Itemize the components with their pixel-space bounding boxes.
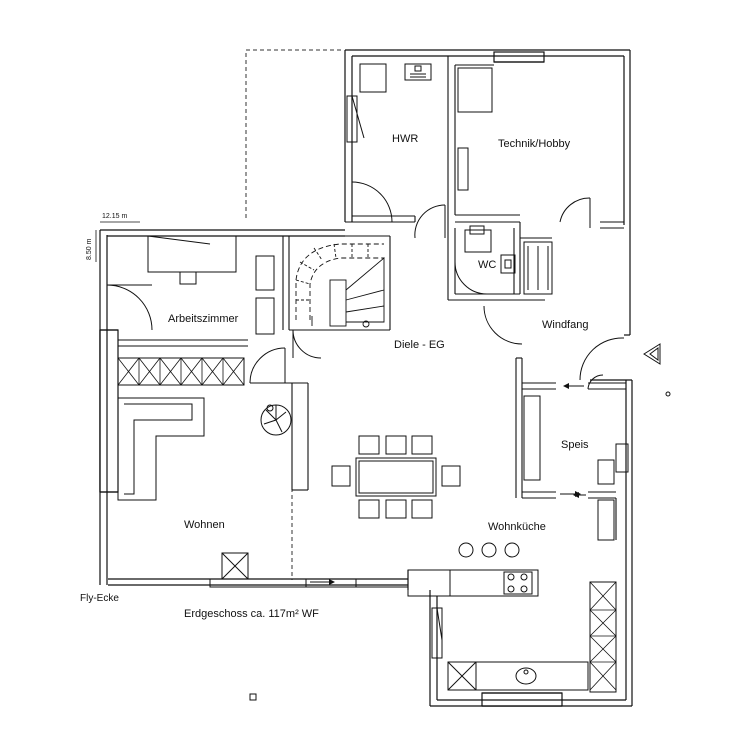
north-arrow bbox=[249, 343, 671, 701]
door-swings bbox=[106, 181, 625, 498]
room-label-wc: WC bbox=[478, 259, 496, 271]
direction-arrows bbox=[310, 383, 584, 585]
staircase bbox=[295, 243, 385, 328]
room-label-speis: Speis bbox=[561, 439, 589, 451]
room-label-hwr: HWR bbox=[392, 133, 418, 145]
room-label-wohnen: Wohnen bbox=[184, 519, 225, 531]
room-label-diele: Diele - EG bbox=[394, 339, 445, 351]
fly-ecke-label: Fly-Ecke bbox=[80, 593, 119, 604]
room-label-windfang: Windfang bbox=[542, 319, 588, 331]
carport-outline bbox=[245, 49, 344, 580]
furniture bbox=[117, 63, 629, 693]
room-label-wohnkueche: Wohnküche bbox=[488, 521, 546, 533]
interior-walls bbox=[118, 56, 626, 540]
depth-dimension: 8.50 m bbox=[86, 238, 93, 260]
room-label-arbeitszimmer: Arbeitszimmer bbox=[168, 313, 239, 325]
dimension-lines bbox=[95, 221, 140, 262]
plan-title: Erdgeschoss ca. 117m² WF bbox=[184, 608, 319, 620]
width-dimension: 12.15 m bbox=[102, 213, 127, 220]
room-label-technik: Technik/Hobby bbox=[498, 138, 571, 150]
